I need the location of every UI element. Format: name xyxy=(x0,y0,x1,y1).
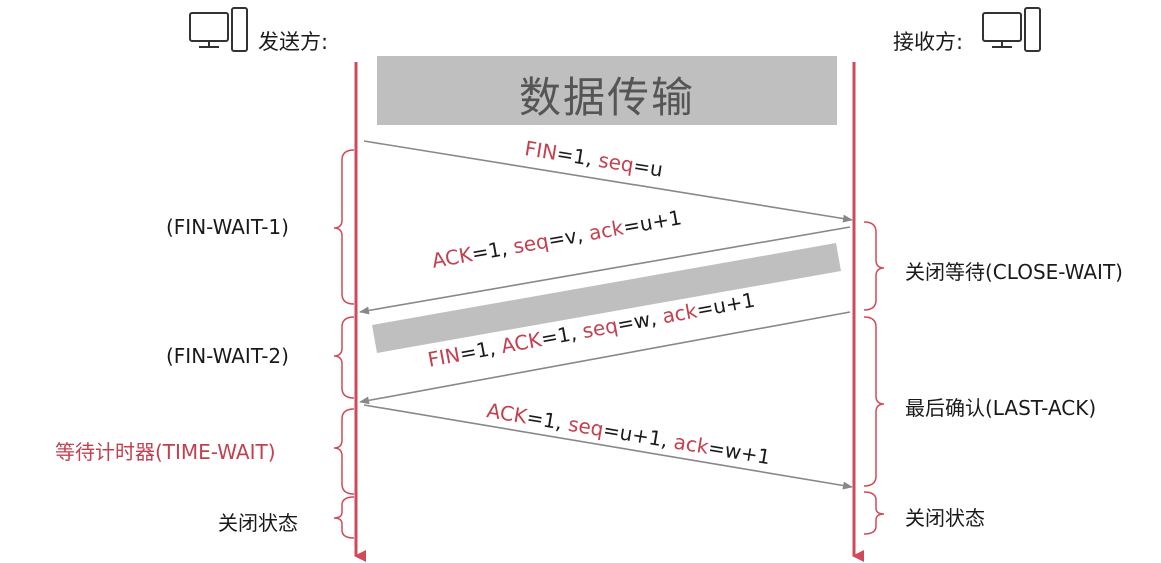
state-close-wait: 关闭等待(CLOSE-WAIT) xyxy=(905,260,1123,284)
brace-sender-closed xyxy=(333,496,355,539)
receiver-label: 接收方: xyxy=(893,30,964,54)
arrow-ack xyxy=(359,226,851,315)
state-last-ack: 最后确认(LAST-ACK) xyxy=(905,396,1097,420)
brace-fin-wait-2 xyxy=(333,316,355,399)
arrow-final-ack xyxy=(363,404,853,490)
arrow-fin-ack xyxy=(359,311,851,405)
receiver-braces xyxy=(863,221,885,535)
sender-label: 发送方: xyxy=(258,30,329,54)
brace-time-wait xyxy=(333,408,355,495)
arrow-fin xyxy=(363,140,853,223)
state-receiver-closed: 关闭状态 xyxy=(905,506,985,530)
receiver-computer-icon xyxy=(982,7,1041,52)
state-time-wait: 等待计时器(TIME-WAIT) xyxy=(55,440,276,464)
data-transfer-band-diagonal xyxy=(372,243,841,353)
message-part: FIN xyxy=(523,136,559,165)
state-fin-wait-2: (FIN-WAIT-2) xyxy=(166,344,289,368)
data-transfer-label: 数据传输 xyxy=(518,73,695,122)
message-part: =u xyxy=(631,153,665,182)
brace-last-ack xyxy=(863,316,885,487)
state-fin-wait-1: (FIN-WAIT-1) xyxy=(166,215,289,239)
sender-computer-icon xyxy=(189,7,248,52)
brace-fin-wait-1 xyxy=(333,149,355,305)
sender-braces xyxy=(333,149,355,539)
data-transfer-band: 数据传输 xyxy=(377,56,837,125)
state-sender-closed: 关闭状态 xyxy=(218,511,298,535)
brace-receiver-closed xyxy=(863,491,885,535)
brace-close-wait xyxy=(863,221,885,311)
